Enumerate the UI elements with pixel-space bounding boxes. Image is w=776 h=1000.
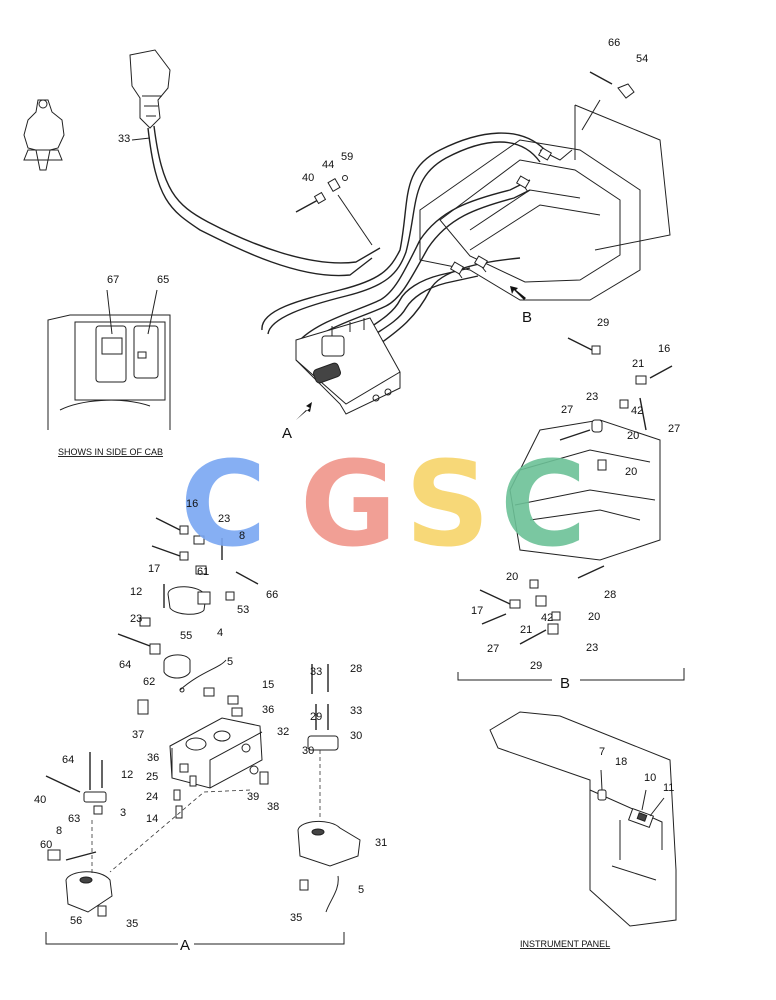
callout-c-20-b2: 20	[625, 466, 637, 478]
callout-c-11: 11	[663, 782, 674, 794]
callout-c-20-b3: 20	[506, 571, 518, 583]
instrument-panel	[489, 711, 677, 927]
callout-c-42-b2: 42	[541, 612, 553, 624]
callout-c-23-b1: 23	[586, 391, 598, 403]
callout-c-55: 55	[180, 630, 192, 642]
callout-c-66-top: 66	[608, 37, 620, 49]
callout-c-8-a2: 8	[56, 825, 62, 837]
callout-c-17-a: 17	[148, 563, 160, 575]
callout-c-21-b2: 21	[520, 624, 532, 636]
caption-instrument-panel: INSTRUMENT PANEL	[520, 939, 610, 949]
callout-c-62: 62	[143, 676, 155, 688]
callout-c-63: 63	[68, 813, 80, 825]
callout-c-39: 39	[247, 791, 259, 803]
callout-c-27-b1: 27	[561, 404, 573, 416]
callout-c-67: 67	[107, 274, 119, 286]
watermark-letter-g: G	[300, 435, 397, 573]
control-valve-block	[295, 317, 401, 415]
callout-c-18: 18	[615, 756, 627, 768]
callout-c-23-a2: 23	[130, 613, 142, 625]
callout-c-40-top: 40	[302, 172, 314, 184]
callout-c-8-a1: 8	[239, 530, 245, 542]
callout-c-65: 65	[157, 274, 169, 286]
callout-c-30-a1: 30	[350, 730, 362, 742]
callout-c-29-a: 29	[310, 711, 322, 723]
callout-c-23-a1: 23	[218, 513, 230, 525]
callout-c-33-a1: 33	[310, 666, 322, 678]
view-label-a-section: A	[180, 937, 190, 954]
callout-c-24: 24	[146, 791, 158, 803]
view-arrow-b	[510, 286, 526, 300]
caption-cab-side: SHOWS IN SIDE OF CAB	[58, 447, 163, 457]
view-a-bracket	[45, 932, 345, 945]
callout-c-37: 37	[132, 729, 144, 741]
callout-c-27-b2: 27	[668, 423, 680, 435]
callout-c-35-a2: 35	[126, 918, 138, 930]
view-label-b-section: B	[560, 675, 570, 692]
callout-c-5-a2: 5	[358, 884, 364, 896]
callout-c-33-a2: 33	[350, 705, 362, 717]
callout-c-21-b1: 21	[632, 358, 644, 370]
callout-c-60: 60	[40, 839, 52, 851]
callout-c-20-b1: 20	[627, 430, 639, 442]
callout-c-5-a1: 5	[227, 656, 233, 668]
callout-c-28-a: 28	[350, 663, 362, 675]
callout-c-15: 15	[262, 679, 274, 691]
view-b-bracket	[457, 668, 685, 681]
callout-c-64-a2: 64	[62, 754, 74, 766]
callout-c-17-b: 17	[471, 605, 483, 617]
watermark-letter-c2: C	[500, 435, 587, 573]
joystick-figure	[23, 99, 65, 171]
callout-c-25: 25	[146, 771, 158, 783]
callout-c-59: 59	[341, 151, 353, 163]
callout-c-4: 4	[217, 627, 223, 639]
callout-c-14: 14	[146, 813, 158, 825]
view-label-a-arrow: A	[282, 425, 292, 442]
watermark-letter-s: S	[405, 435, 490, 573]
callout-c-16-b: 16	[658, 343, 670, 355]
callout-c-7: 7	[599, 746, 605, 758]
callout-c-40-a: 40	[34, 794, 46, 806]
view-a-assembly	[45, 517, 361, 917]
callout-c-42-b1: 42	[631, 405, 643, 417]
cgsc-watermark: C G S C	[180, 435, 587, 573]
sensor-parts-top	[295, 71, 635, 246]
callout-c-66-a: 66	[266, 589, 278, 601]
callout-c-27-b3: 27	[487, 643, 499, 655]
callout-c-53: 53	[237, 604, 249, 616]
callout-c-12-a1: 12	[130, 586, 142, 598]
callout-c-36-a2: 36	[147, 752, 159, 764]
callout-c-23-b2: 23	[586, 642, 598, 654]
callout-c-28-b1: 28	[604, 589, 616, 601]
callout-c-32: 32	[277, 726, 289, 738]
callout-c-56: 56	[70, 915, 82, 927]
callout-c-44: 44	[322, 159, 334, 171]
callout-c-54: 54	[636, 53, 648, 65]
callout-c-10: 10	[644, 772, 656, 784]
callout-c-20-b4: 20	[588, 611, 600, 623]
callout-c-29-b1: 29	[597, 317, 609, 329]
callout-c-30-a2: 30	[302, 745, 314, 757]
callout-c-31: 31	[375, 837, 387, 849]
callout-c-12-a2: 12	[121, 769, 133, 781]
callout-c-33-top: 33	[118, 133, 130, 145]
view-b-assembly	[479, 337, 673, 645]
control-lever-assembly	[129, 49, 381, 277]
callout-c-36-a1: 36	[262, 704, 274, 716]
cab-side-panel	[47, 289, 171, 430]
callout-c-16-a: 16	[186, 498, 198, 510]
callout-c-35-a1: 35	[290, 912, 302, 924]
view-arrow-a	[292, 402, 312, 424]
view-label-b-arrow: B	[522, 309, 532, 326]
callout-c-64-a1: 64	[119, 659, 131, 671]
callout-c-38: 38	[267, 801, 279, 813]
callout-c-29-b2: 29	[530, 660, 542, 672]
callout-c-3: 3	[120, 807, 126, 819]
watermark-letter-c1: C	[180, 435, 267, 573]
callout-c-61: 61	[197, 566, 209, 578]
